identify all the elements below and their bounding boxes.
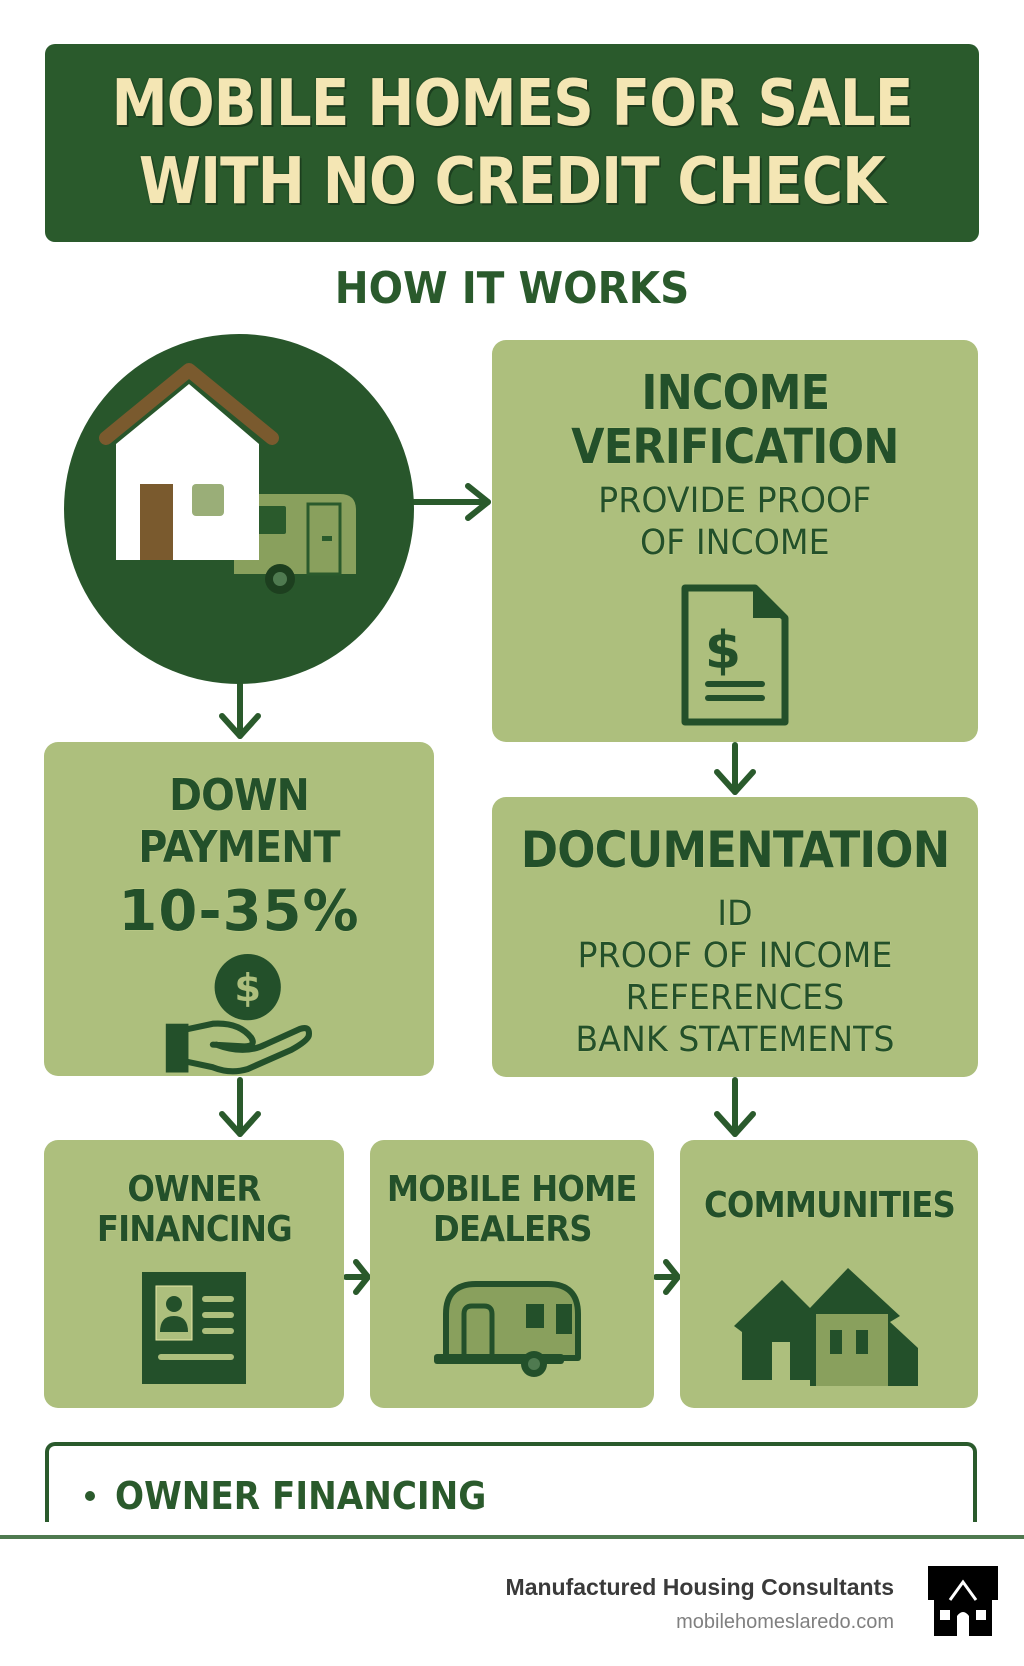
footer-divider <box>0 1535 1024 1539</box>
option-owner-financing: OWNER FINANCING <box>44 1140 344 1408</box>
arrow-down-icon <box>714 1077 756 1137</box>
list-item-label: OWNER FINANCING <box>115 1474 487 1518</box>
down-payment-title: DOWN PAYMENT <box>138 770 340 873</box>
arrow-down-icon <box>219 1077 261 1137</box>
communities-title: COMMUNITIES <box>703 1185 955 1226</box>
documentation-item: ID <box>717 894 753 934</box>
company-name: Manufactured Housing Consultants <box>505 1574 894 1600</box>
arrow-right-icon <box>411 483 491 521</box>
owner-title-line-1: OWNER <box>127 1169 261 1210</box>
owner-title-line-2: FINANCING <box>96 1209 293 1250</box>
arrow-right-icon <box>653 1259 681 1295</box>
income-title-line-1: INCOME <box>641 365 830 421</box>
dealers-title-line-1: MOBILE HOME <box>387 1169 638 1210</box>
id-card-icon <box>142 1272 246 1384</box>
houses-icon <box>734 1268 918 1386</box>
income-title-line-2: VERIFICATION <box>571 419 899 475</box>
documentation-item: PROOF OF INCOME <box>577 936 893 976</box>
option-mobile-home-dealers: MOBILE HOME DEALERS <box>370 1140 654 1408</box>
option-communities: COMMUNITIES <box>680 1140 978 1408</box>
dealers-title-line-2: DEALERS <box>432 1209 593 1250</box>
arrow-down-icon <box>714 742 756 795</box>
step-down-payment: DOWN PAYMENT 10-35% $ <box>44 742 434 1076</box>
title-line-2: WITH NO CREDIT CHECK <box>138 145 886 219</box>
documentation-title: DOCUMENTATION <box>520 821 950 879</box>
bullet-icon <box>85 1491 95 1501</box>
trailer-icon <box>434 1281 581 1377</box>
section-subtitle: HOW IT WORKS <box>334 263 690 314</box>
flow-arrows <box>219 483 756 1295</box>
hand-coin-icon: $ <box>165 954 313 1075</box>
title-line-1: MOBILE HOMES FOR SALE <box>111 67 914 141</box>
dollar-document-icon: $ <box>681 584 789 726</box>
income-text-line-1: PROVIDE PROOF <box>598 481 872 521</box>
footer-branding: Manufactured Housing Consultants mobileh… <box>506 1572 894 1636</box>
arrow-right-icon <box>343 1259 371 1295</box>
house-logo-icon <box>928 1566 998 1636</box>
step-income-verification: INCOME VERIFICATION PROVIDE PROOF OF INC… <box>492 340 978 742</box>
company-url[interactable]: mobilehomeslaredo.com <box>676 1611 894 1633</box>
svg-text:$: $ <box>234 966 261 1011</box>
house-and-trailer-icon <box>99 363 356 594</box>
arrow-down-icon <box>219 681 261 739</box>
income-text-line-2: OF INCOME <box>640 523 830 563</box>
list-item: OWNER FINANCING <box>85 1474 528 1518</box>
svg-text:$: $ <box>705 621 741 681</box>
options-list-box: OWNER FINANCING <box>45 1442 977 1522</box>
documentation-item: REFERENCES <box>625 978 845 1018</box>
start-circle <box>64 334 414 684</box>
down-payment-value: 10-35% <box>118 879 360 944</box>
documentation-item: BANK STATEMENTS <box>575 1020 895 1060</box>
title-banner: MOBILE HOMES FOR SALE WITH NO CREDIT CHE… <box>45 44 979 242</box>
step-documentation: DOCUMENTATION ID PROOF OF INCOME REFEREN… <box>492 797 978 1077</box>
documentation-list: ID PROOF OF INCOME REFERENCES BANK STATE… <box>567 893 903 1061</box>
